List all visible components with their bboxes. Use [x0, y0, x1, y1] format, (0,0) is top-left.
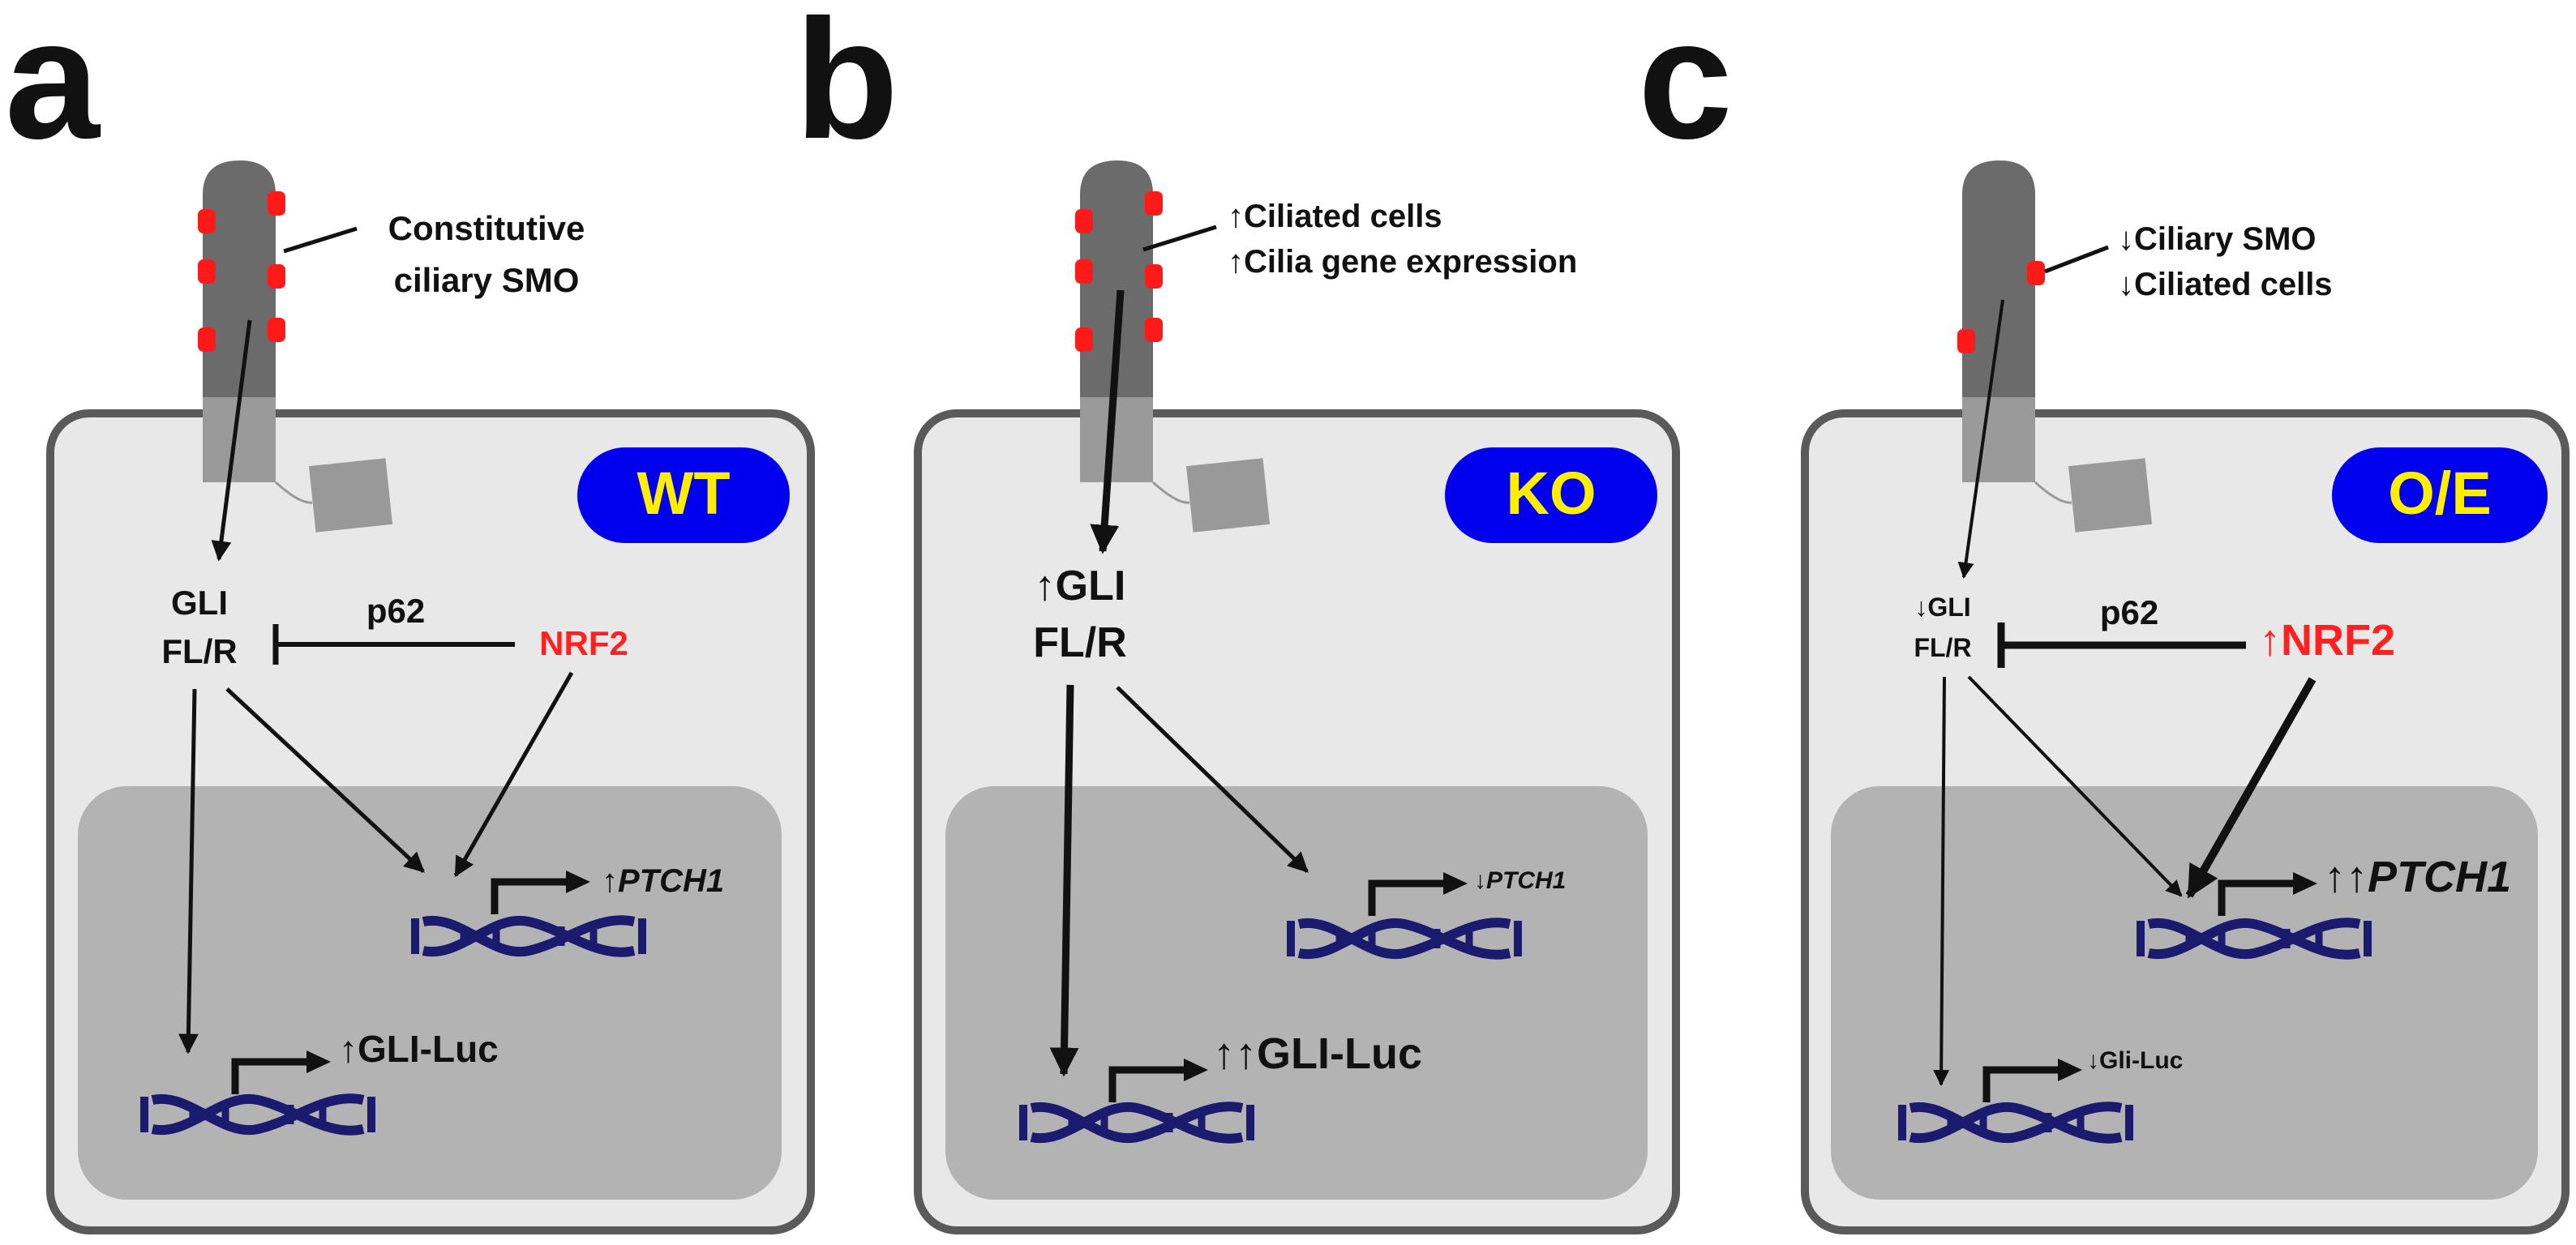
ptch1-gene-label: ↑↑PTCH1 — [2324, 853, 2511, 901]
gli-to-gliluc-arrow — [1049, 684, 1079, 1077]
badge-label: O/E — [2388, 460, 2491, 527]
gli-to-ptch1-arrow — [1967, 675, 2183, 897]
basal-body — [2068, 458, 2153, 533]
gli-state-label: FL/R — [1914, 633, 1971, 662]
smo-to-gli-arrow — [211, 319, 252, 562]
note-pointer — [2044, 245, 2109, 274]
p62-label: p62 — [366, 592, 425, 630]
cilium-note-line1: Constitutive — [388, 209, 585, 247]
gli-label: GLI — [171, 584, 228, 622]
badge-wt — [577, 447, 790, 543]
ptch1-gene-label: ↓PTCH1 — [1474, 867, 1566, 894]
note-pointer — [1142, 225, 1217, 252]
panel-c: c O/E ↓Ciliary SMO ↓Ciliated cells ↓GLI … — [1638, 0, 2570, 1234]
gliluc-gene-label: ↑↑GLI-Luc — [1213, 1029, 1422, 1078]
gli-to-gliluc-arrow — [1933, 676, 1950, 1086]
panel-b: b KO ↑Ciliated cells ↑Cilia gene express… — [795, 0, 1680, 1234]
panel-letter-a: a — [5, 0, 101, 174]
smo-to-gli-arrow — [1090, 289, 1125, 554]
cilium-note-line2: ciliary SMO — [394, 261, 580, 299]
nucleus — [1831, 786, 2538, 1200]
gliluc-gene-label: ↑GLI-Luc — [339, 1028, 499, 1070]
panel-a: a WT Constitutive ciliary SMO GLI FL/R p… — [5, 0, 815, 1234]
smo-markers — [1957, 261, 2045, 353]
gli-label: ↓GLI — [1914, 593, 1970, 622]
basal-body-link — [274, 481, 313, 504]
nrf2-to-ptch1-arrow — [453, 671, 574, 878]
basal-body — [1185, 458, 1271, 533]
nrf2-label: NRF2 — [539, 624, 628, 662]
gli-label: ↑GLI — [1035, 563, 1126, 610]
nucleus — [945, 786, 1648, 1200]
primary-cilium — [203, 160, 276, 482]
smo-to-gli-arrow — [1957, 299, 2004, 579]
note-pointer — [283, 226, 358, 254]
nrf2-label: ↑NRF2 — [2259, 616, 2395, 665]
gli-state-label: FL/R — [161, 632, 237, 670]
cilium-note-line2: ↑Cilia gene expression — [1228, 244, 1577, 280]
gli-state-label: FL/R — [1033, 619, 1127, 666]
cilium-note-line2: ↓Ciliated cells — [2118, 267, 2333, 302]
badge-ko — [1445, 447, 1657, 543]
cilium-note-line1: ↑Ciliated cells — [1228, 199, 1442, 234]
gli-to-gliluc-arrow — [178, 688, 199, 1055]
nrf2-to-ptch1-arrow — [2185, 677, 2317, 899]
basal-body-link — [1151, 481, 1190, 504]
badge-oe — [2332, 447, 2548, 543]
basal-body-link — [2034, 481, 2072, 504]
panel-letter-c: c — [1638, 0, 1733, 174]
gli-to-ptch1-arrow — [225, 687, 425, 873]
cilium-note-line1: ↓Ciliary SMO — [2118, 221, 2317, 257]
ptch1-gene-label: ↑PTCH1 — [602, 863, 724, 899]
smo-markers — [198, 191, 285, 352]
basal-body — [308, 458, 393, 533]
badge-label: KO — [1507, 460, 1597, 527]
smo-markers — [1075, 191, 1163, 352]
p62-label: p62 — [2100, 593, 2158, 631]
badge-label: WT — [636, 460, 730, 527]
gliluc-gene-label: ↓Gli-Luc — [2087, 1047, 2183, 1074]
panel-letter-b: b — [795, 0, 898, 174]
gli-to-ptch1-arrow — [1116, 686, 1309, 873]
nucleus — [78, 786, 782, 1200]
